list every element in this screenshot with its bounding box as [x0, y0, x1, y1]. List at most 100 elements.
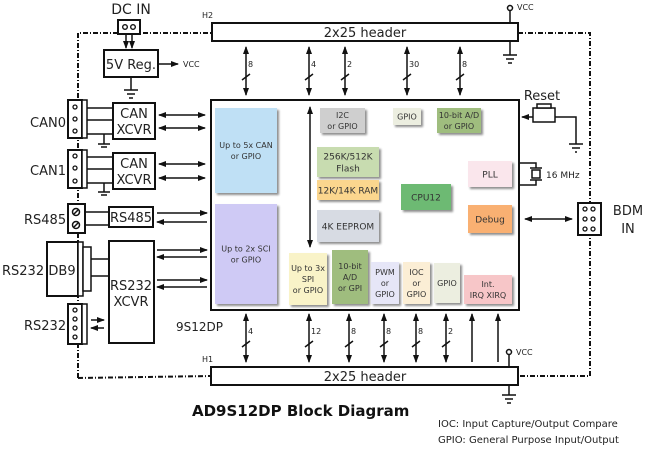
- bottom-bus-5: 2: [441, 313, 453, 363]
- bdm-connector: [577, 202, 602, 236]
- module-label: Up to 5x CAN: [219, 141, 272, 150]
- bottom-header: 2x25 header: [210, 366, 519, 386]
- bus-width-label: 2: [448, 327, 453, 336]
- module-debug: Debug: [468, 205, 512, 233]
- bus-width-label: 8: [248, 60, 253, 69]
- dc-in-connector: [117, 19, 141, 35]
- can0-connector: [67, 99, 88, 139]
- module-label: IRQ XIRQ: [470, 291, 506, 300]
- top-bus-2: 2: [340, 46, 352, 96]
- module-label: IOC: [409, 268, 424, 277]
- bdm-label-1: BDM: [613, 204, 643, 219]
- voltage-regulator: 5V Reg.: [103, 49, 159, 78]
- module-label: I2C: [336, 111, 349, 120]
- rs232-db9-label: RS232: [2, 264, 44, 279]
- vcc-icon-bottom: [505, 348, 513, 367]
- module-gpio-bottom: GPIO: [434, 263, 460, 303]
- rs232-header-connector: [67, 303, 88, 345]
- bus-width-slash: [304, 340, 314, 348]
- can0-xcvr-line2: XCVR: [117, 123, 152, 138]
- rs485-xcvr-label: RS485: [110, 211, 152, 226]
- can0-xcvr-line1: CAN: [120, 107, 148, 122]
- module-label: or GPIO: [327, 122, 357, 131]
- bottom-bus-1: 12: [304, 313, 321, 363]
- diagram-title: AD9S12DP Block Diagram: [192, 402, 409, 420]
- module-flash: 256K/512K Flash: [317, 147, 379, 177]
- bus-width-slash: [344, 340, 354, 348]
- module-label: 256K/512K: [323, 153, 373, 163]
- can0-transceiver: CAN XCVR: [112, 102, 156, 140]
- bottom-bus-3: 8: [379, 313, 391, 363]
- h2-label: H2: [202, 11, 213, 20]
- db9-connector: DB9: [46, 241, 92, 297]
- vcc-label-top: VCC: [517, 3, 534, 12]
- module-i2c: I2C or GPIO: [320, 108, 365, 133]
- module-int: Int. IRQ XIRQ: [464, 275, 512, 304]
- bottom-buses: 4 12 8 8 8 2: [241, 313, 501, 363]
- can0-label: CAN0: [30, 116, 66, 131]
- top-header-label: 2x25 header: [324, 26, 407, 41]
- dc-in-label: DC IN: [111, 2, 151, 18]
- module-label: Up to 2x SCI: [221, 245, 270, 254]
- bus-width-slash: [241, 340, 251, 348]
- module-pll: PLL: [468, 161, 512, 187]
- module-label: Up to 3x: [291, 264, 325, 273]
- rs485-connector: [67, 203, 86, 234]
- bus-width-label: 12: [311, 327, 321, 336]
- top-bus-1: 4: [304, 46, 316, 96]
- module-label: CPU12: [411, 194, 441, 204]
- bus-width-label: 8: [351, 327, 356, 336]
- module-label: Debug: [475, 216, 505, 226]
- bus-width-label: 8: [462, 60, 467, 69]
- bus-width-label: 4: [248, 327, 253, 336]
- top-bus-4: 8: [455, 46, 467, 96]
- bus-width-slash: [441, 340, 451, 348]
- vcc-icon-top: [506, 4, 514, 23]
- module-label: SPI: [302, 275, 314, 284]
- module-label: Flash: [336, 165, 360, 175]
- module-adc-top: 10-bit A/D or GPIO: [437, 108, 481, 133]
- module-label: A/D: [343, 273, 357, 282]
- module-ram: 12K/14K RAM: [317, 180, 379, 200]
- reset-label: Reset: [524, 89, 560, 104]
- bottom-bus-2: 8: [344, 313, 356, 363]
- regulator-label: 5V Reg.: [106, 58, 156, 73]
- chip-name: 9S12DP: [176, 320, 223, 334]
- bus-width-slash: [455, 73, 465, 81]
- top-bus-3: 30: [402, 46, 419, 96]
- module-label: GPIO: [375, 290, 395, 299]
- module-label: or GPIO: [444, 122, 474, 131]
- top-bus-0: 8: [241, 46, 253, 96]
- module-label: or: [412, 279, 421, 288]
- bdm-label-2: IN: [621, 222, 635, 237]
- rs485-label: RS485: [24, 213, 66, 228]
- bus-width-label: 2: [347, 60, 352, 69]
- ground-icon: [503, 41, 517, 64]
- ground-icon: [502, 385, 516, 404]
- can1-connector: [67, 149, 88, 189]
- vcc-label-reg: VCC: [183, 60, 200, 69]
- rs232-xcvr-line2: XCVR: [114, 295, 149, 310]
- bus-width-slash: [411, 340, 421, 348]
- bus-width-slash: [304, 73, 314, 81]
- module-label: or GPIO: [231, 152, 261, 161]
- bus-width-label: 8: [418, 327, 423, 336]
- bus-width-slash: [340, 73, 350, 81]
- db9-label: DB9: [48, 264, 75, 279]
- module-label: GPIO: [437, 279, 457, 288]
- module-label: Int.: [481, 280, 494, 289]
- crystal-icon: [519, 162, 542, 186]
- can1-label: CAN1: [30, 164, 66, 179]
- module-eeprom: 4K EEPROM: [317, 210, 379, 242]
- bus-width-label: 4: [311, 60, 316, 69]
- module-can: Up to 5x CAN or GPIO: [215, 108, 277, 193]
- module-label: 10-bit A/D: [439, 111, 479, 120]
- module-label: PLL: [482, 171, 497, 181]
- module-label: or GPI: [338, 284, 362, 293]
